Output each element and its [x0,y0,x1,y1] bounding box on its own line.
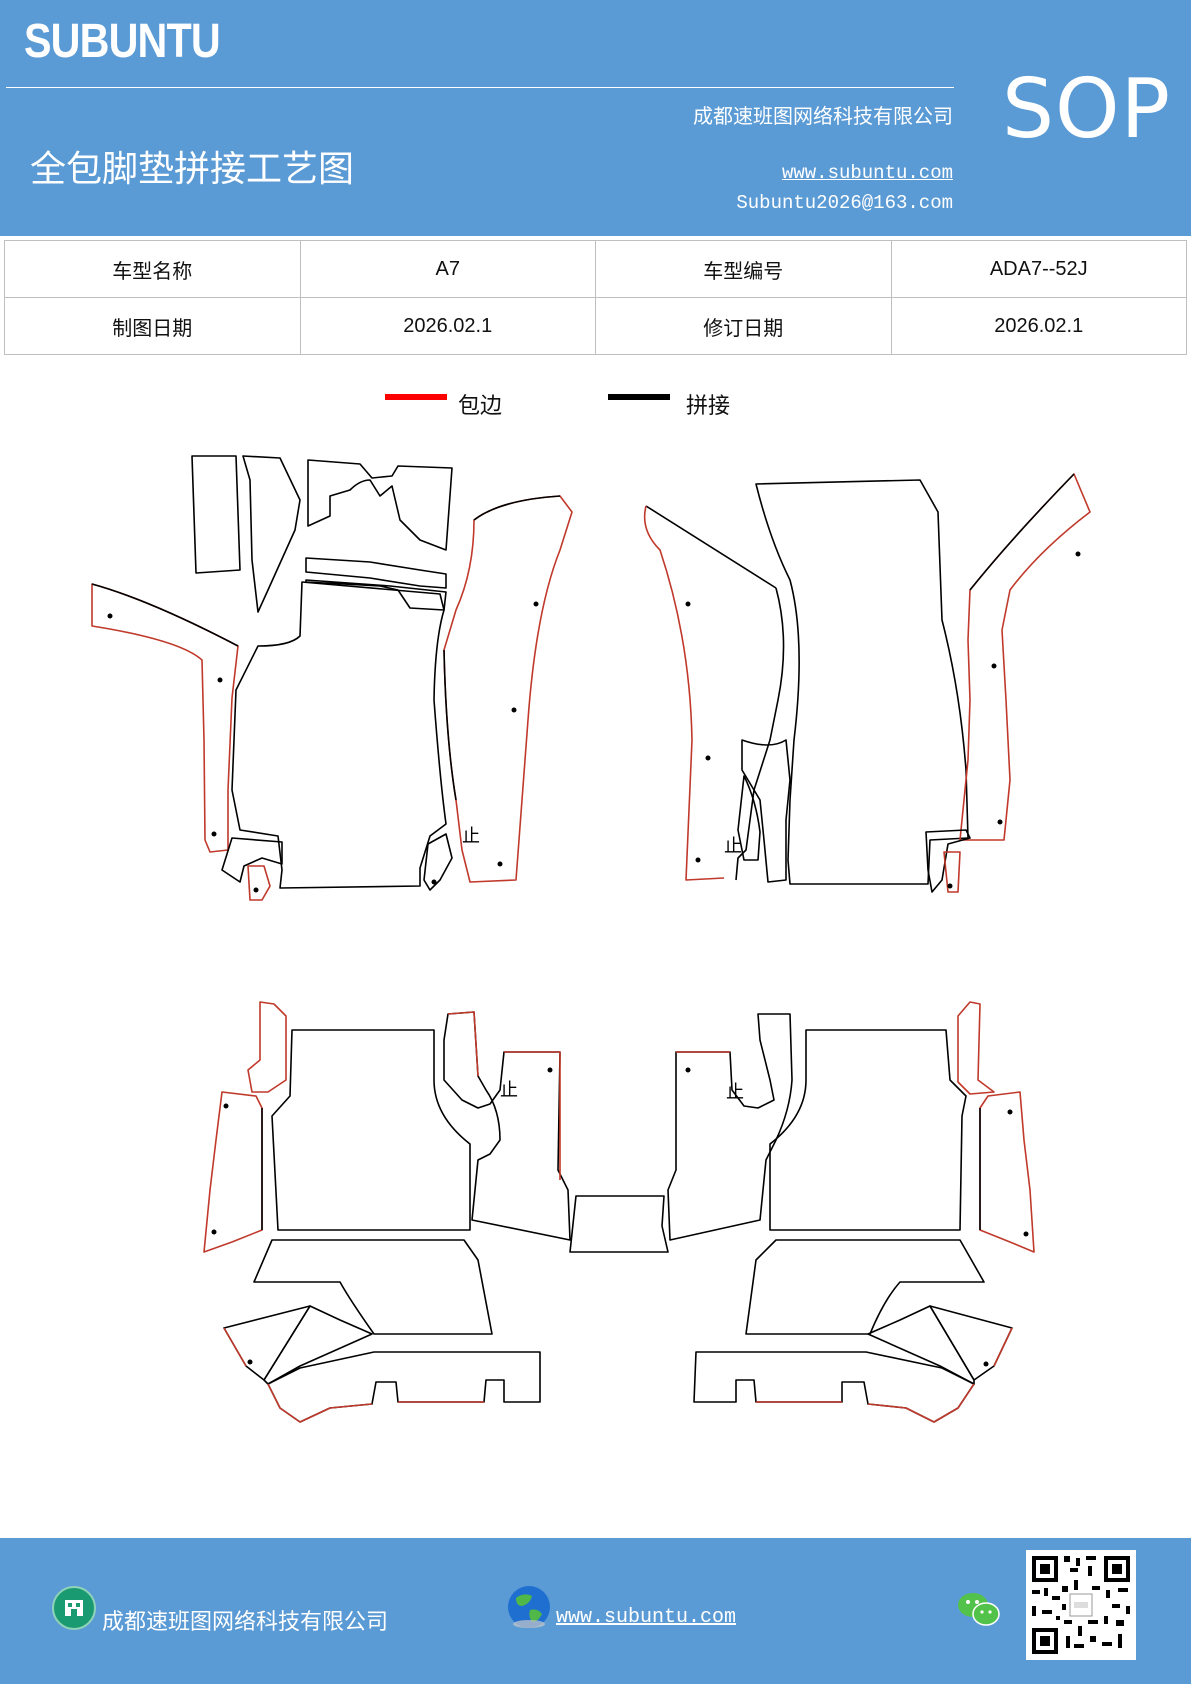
stop-marker: 止 [462,826,480,847]
mat-piece [443,495,573,883]
company-name: 成都速班图网络科技有限公司 [693,104,953,128]
document-title: 全包脚垫拼接工艺图 [30,149,355,190]
mat-piece [443,1011,571,1241]
stop-marker: 止 [726,1082,744,1103]
mat-piece [957,1001,995,1095]
sop-badge: SOP [1002,62,1172,157]
draw-date-label: 制图日期 [4,297,301,355]
model-code-label: 车型编号 [595,240,892,298]
mat-piece [643,505,725,881]
mat-piece [959,473,1091,841]
mat-piece [755,479,969,885]
mat-piece [247,1001,287,1093]
mat-piece [443,495,561,801]
brand-logo: SUBUNTU [24,15,221,68]
mat-piece [221,837,283,883]
model-name-value: A7 [299,240,596,298]
mat-piece [223,1327,247,1367]
footer-company: 成都速班图网络科技有限公司 [102,1610,389,1635]
mat-piece [247,865,271,901]
mat-piece [504,1051,561,1180]
mat-piece [271,1029,471,1231]
mat-piece [645,505,777,589]
mat-piece [969,473,1075,591]
mat-piece [867,1305,975,1385]
mat-piece [745,1239,985,1335]
qr-code[interactable] [1026,1550,1136,1660]
draw-date-value: 2026.02.1 [299,297,596,355]
mat-piece [741,739,791,883]
mat-piece [423,833,453,891]
stop-marker: 止 [724,836,742,857]
legend-label-seam: 拼接 [686,394,731,419]
mat-piece [91,583,239,853]
mat-piece [943,851,961,893]
model-name-label: 车型名称 [4,240,301,298]
info-table: 车型名称 A7 车型编号 ADA7--52J 制图日期 2026.02.1 修订… [4,240,1187,355]
floor-mat-diagram: 止 止 止 止 [91,455,1091,1423]
stop-marker: 止 [500,1080,518,1101]
mat-piece [203,1091,263,1253]
revise-date-label: 修订日期 [595,297,892,355]
legend-swatch-seam [608,394,670,400]
header-banner: SUBUNTU 成都速班图网络科技有限公司 全包脚垫拼接工艺图 www.subu… [0,0,1191,236]
legend-swatch-edge [385,394,447,400]
legend: 包边 拼接 [0,390,1191,420]
mat-piece [769,1029,967,1231]
mat-piece [569,1195,669,1253]
globe-icon [508,1586,550,1628]
wechat-icon [958,1593,1000,1626]
mat-piece [993,1327,1013,1367]
mat-piece [979,1091,1035,1253]
footer-banner: 成都速班图网络科技有限公司 www.subuntu.com [0,1538,1191,1684]
legend-label-edge: 包边 [458,394,503,419]
mat-piece [263,1305,373,1385]
mat-piece [305,579,447,611]
mat-piece [231,581,447,889]
mat-piece [242,455,301,613]
mat-piece [646,506,686,880]
mounting-holes [211,1067,1029,1367]
building-icon [52,1586,96,1630]
website-link[interactable]: www.subuntu.com [781,162,953,184]
table-row: 制图日期 2026.02.1 修订日期 2026.02.1 [4,297,1187,355]
table-row: 车型名称 A7 车型编号 ADA7--52J [4,240,1187,298]
revise-date-value: 2026.02.1 [890,297,1187,355]
mat-piece [91,583,239,647]
mounting-holes [107,551,1081,893]
footer-website-link[interactable]: www.subuntu.com [556,1606,737,1629]
header-divider [6,87,954,88]
mat-piece [756,1383,975,1423]
mat-piece [447,1011,479,1077]
model-code-value: ADA7--52J [890,240,1187,298]
mat-piece [305,557,447,589]
mat-piece [253,1239,493,1335]
mat-piece [307,459,453,551]
email-address: Subuntu2026@163.com [736,192,953,214]
mat-piece [667,1013,793,1241]
mat-piece [191,455,241,574]
mat-piece [267,1383,484,1423]
mat-piece [737,775,761,861]
